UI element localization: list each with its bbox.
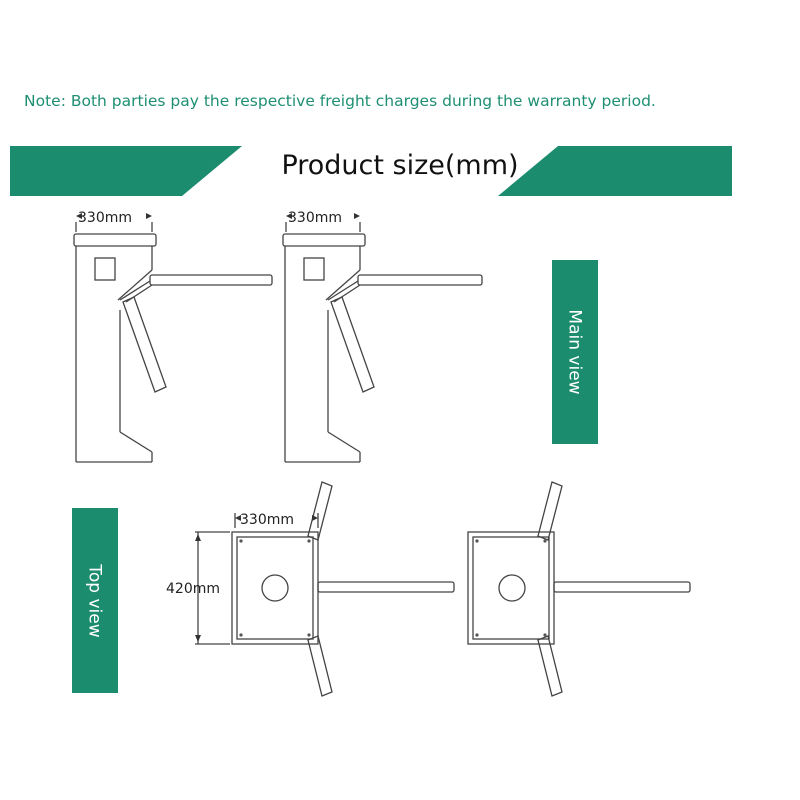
dim-main-right-width: 330mm	[288, 210, 342, 226]
main-view-label: Main view	[552, 260, 598, 444]
banner-right-band	[498, 146, 732, 196]
banner-left-band	[10, 146, 242, 196]
turnstile-front-left	[73, 222, 273, 463]
title-banner	[10, 146, 732, 196]
turnstile-top-left	[195, 481, 455, 697]
top-view-label: Top view	[72, 508, 118, 693]
dim-top-depth: 420mm	[166, 581, 220, 597]
turnstile-top-right	[467, 481, 691, 697]
dim-top-width: 330mm	[240, 512, 294, 528]
turnstile-front-right	[282, 222, 483, 463]
warranty-note: Note: Both parties pay the respective fr…	[24, 92, 656, 110]
dim-main-left-width: 330mm	[78, 210, 132, 226]
page-title: Product size(mm)	[281, 150, 519, 181]
